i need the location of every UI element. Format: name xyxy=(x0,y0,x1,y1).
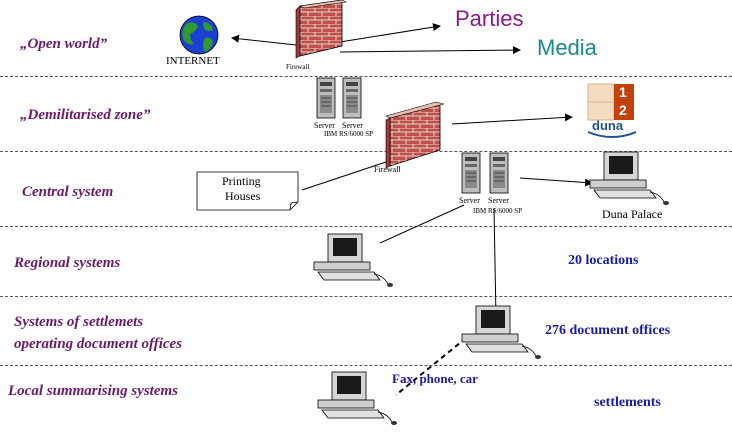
server-icon-central-2 xyxy=(489,152,509,194)
tier-dmz: „Demilitarised zone” xyxy=(20,107,151,123)
printing-houses-line1: Printing xyxy=(222,174,261,188)
logo-num-1: 1 xyxy=(619,84,627,100)
computer-icon-local xyxy=(317,371,398,426)
computer-icon-duna-palace xyxy=(589,151,670,206)
logo-text: duna xyxy=(592,118,624,133)
firewall-icon-1 xyxy=(295,0,347,59)
dmz-servers-label: IBM RS/6000 SP xyxy=(324,130,374,138)
firewall-1-label: Firewall xyxy=(286,63,310,71)
stat-regional: 20 locations xyxy=(568,253,639,268)
duna-palace-label: Duna Palace xyxy=(602,207,663,221)
edge-firewall-logo xyxy=(451,113,573,125)
edge-server-regional xyxy=(379,204,465,244)
firewall-icon-2 xyxy=(385,101,445,169)
printing-houses-box xyxy=(196,171,299,211)
parties-label: Parties xyxy=(455,6,524,31)
tier-settlements-line1: Systems of settlemets xyxy=(14,314,144,330)
divider-5 xyxy=(0,365,732,366)
central-server-2-label: Server xyxy=(488,196,509,205)
divider-2 xyxy=(0,151,732,152)
edge-server-document xyxy=(493,207,497,319)
duna-logo xyxy=(587,83,637,138)
media-label: Media xyxy=(537,35,597,60)
internet-label: INTERNET xyxy=(166,55,220,67)
divider-3 xyxy=(0,226,732,227)
server-icon-dmz-1 xyxy=(316,77,336,119)
central-servers-label: IBM RS/6000 SP xyxy=(473,207,523,215)
tier-open-world: „Open world” xyxy=(20,36,108,52)
globe-icon xyxy=(179,15,219,55)
edge-firewall-internet xyxy=(231,34,297,46)
divider-1 xyxy=(0,76,732,77)
tier-central: Central system xyxy=(22,184,114,200)
edge-document-local xyxy=(395,337,467,396)
stat-settlements: settlements xyxy=(594,395,661,410)
server-icon-dmz-2 xyxy=(342,77,362,119)
edge-firewall-media xyxy=(339,46,521,55)
central-server-1-label: Server xyxy=(459,196,480,205)
computer-icon-document-office xyxy=(461,305,542,360)
edge-server-dunapalace xyxy=(519,177,593,187)
dmz-server-1-label: Server xyxy=(314,121,335,130)
server-icon-central-1 xyxy=(461,152,481,194)
firewall-2-label: Firewall xyxy=(374,165,401,174)
stat-document-offices: 276 document offices xyxy=(545,323,671,338)
tier-regional: Regional systems xyxy=(14,255,121,271)
edge-firewall-parties xyxy=(339,23,441,43)
fax-label: Fax, phone, car xyxy=(392,371,478,386)
printing-houses-line2: Houses xyxy=(225,189,261,203)
divider-4 xyxy=(0,296,732,297)
edge-printing-firewall xyxy=(301,159,393,191)
tier-local: Local summarising systems xyxy=(8,383,179,399)
tier-settlements-line2: operating document offices xyxy=(14,336,183,352)
dmz-server-2-label: Server xyxy=(342,121,363,130)
logo-num-2: 2 xyxy=(619,102,627,118)
